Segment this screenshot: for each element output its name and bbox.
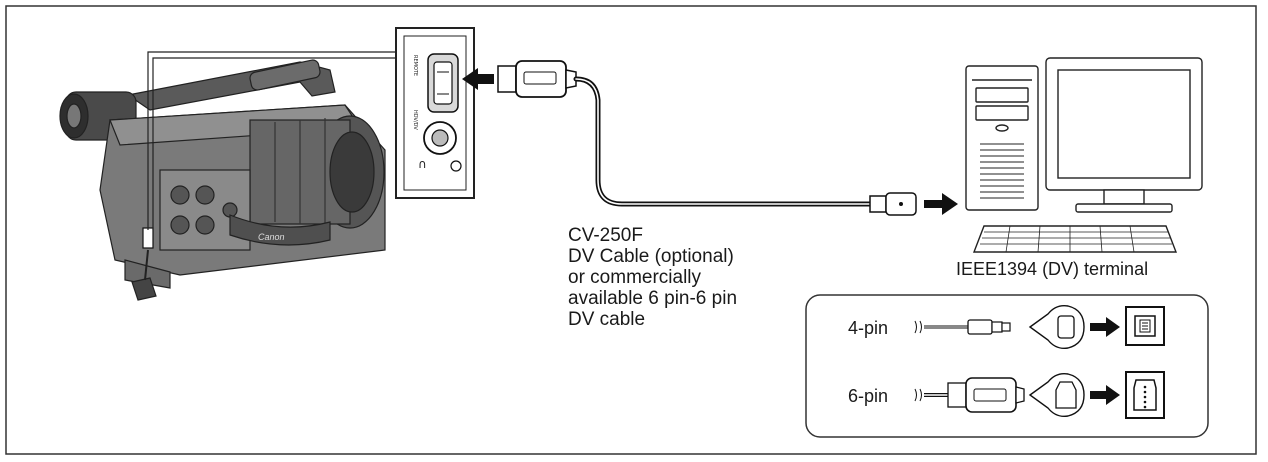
four-pin-port xyxy=(1125,306,1165,346)
four-pin-plug xyxy=(914,319,1011,335)
svg-text:HDV/DV: HDV/DV xyxy=(412,110,418,130)
four-pin-arrow xyxy=(1090,317,1120,337)
terminal-label: IEEE1394 (DV) terminal xyxy=(956,259,1149,279)
cable-label-line: available 6 pin-6 pin xyxy=(568,288,738,309)
svg-text:REMOTE: REMOTE xyxy=(412,55,418,76)
leader-line xyxy=(147,51,396,230)
camera-brand-text: Canon xyxy=(258,232,285,242)
cable-description: CV-250F DV Cable (optional) or commercia… xyxy=(568,225,737,330)
computer-illustration xyxy=(965,57,1203,253)
six-pin-label: 6-pin xyxy=(848,386,889,406)
insert-arrow-camera xyxy=(462,68,494,90)
camcorder-illustration: Canon xyxy=(59,59,386,301)
six-pin-plug xyxy=(914,377,1025,413)
six-pin-arrow xyxy=(1090,385,1120,405)
port-zoom-inset: REMOTE HDV/DV ∩ xyxy=(395,27,475,199)
cable-label-line: DV Cable (optional) xyxy=(568,246,734,267)
insert-arrow-computer xyxy=(924,193,958,215)
computer-keyboard xyxy=(972,225,1178,253)
six-pin-port xyxy=(1125,371,1165,419)
cable-label-line: DV cable xyxy=(568,309,646,330)
four-pin-label: 4-pin xyxy=(848,318,889,338)
leader-line xyxy=(152,57,396,230)
pin-type-box xyxy=(805,294,1209,438)
four-pin-plug-face xyxy=(1028,304,1085,350)
diagram-frame xyxy=(5,5,1257,455)
cable-label-line: CV-250F xyxy=(568,225,643,246)
cable-label-line: or commercially xyxy=(568,267,702,288)
dv-cable xyxy=(462,60,958,216)
six-pin-plug-face xyxy=(1028,372,1085,418)
svg-text:∩: ∩ xyxy=(418,157,427,171)
